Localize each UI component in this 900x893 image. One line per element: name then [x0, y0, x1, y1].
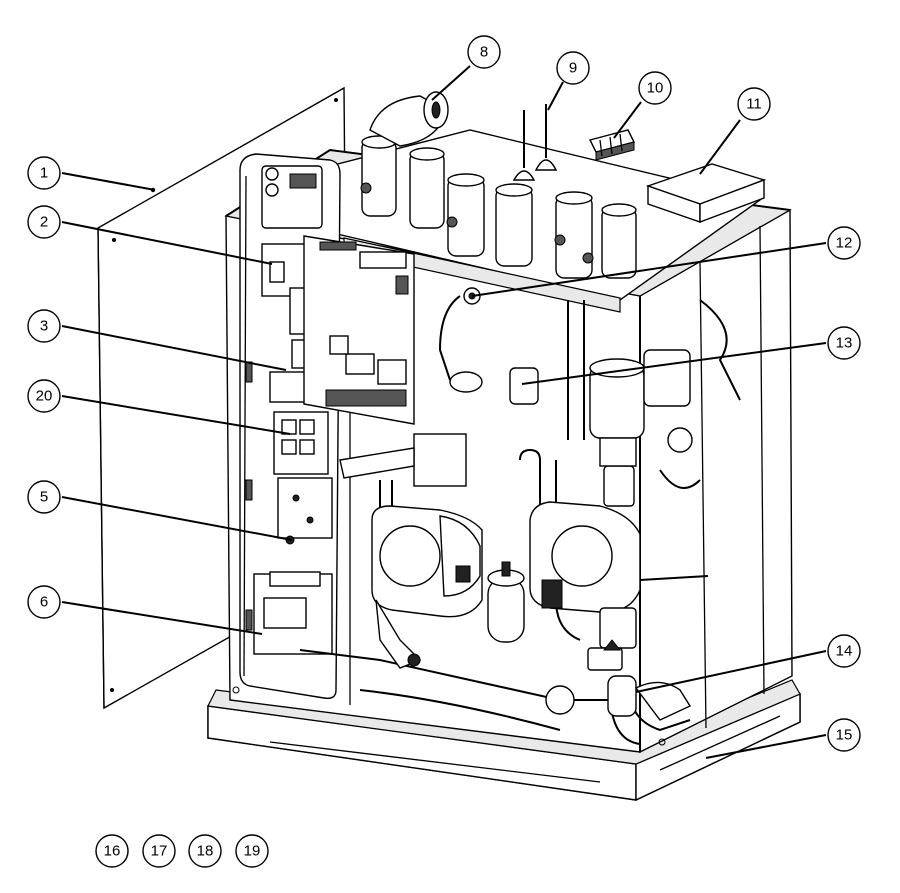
control-box: [239, 153, 341, 700]
callout-16: 16: [95, 834, 129, 868]
callout-10-label: 10: [647, 80, 664, 97]
callout-20: 20: [27, 379, 61, 413]
callout-11: 11: [737, 87, 771, 121]
callout-6-label: 6: [40, 594, 48, 611]
wireless-module: [645, 163, 767, 224]
callout-18-label: 18: [197, 843, 214, 860]
callout-5: 5: [27, 480, 61, 514]
callout-2-label: 2: [40, 214, 48, 231]
callout-1: 1: [27, 156, 61, 190]
callout-9: 9: [556, 51, 590, 85]
callout-3-label: 3: [40, 318, 48, 335]
callout-8: 8: [467, 35, 501, 69]
expansion-vessel: [487, 561, 525, 643]
pipe-flange: [369, 91, 449, 147]
callout-19: 19: [235, 834, 269, 868]
callout-17-label: 17: [151, 843, 168, 860]
flow-sensor: [449, 367, 539, 405]
callout-15-label: 15: [836, 727, 853, 744]
callout-10: 10: [638, 71, 672, 105]
main-pcb: [303, 235, 415, 425]
callout-11-label: 11: [746, 96, 762, 113]
callout-18: 18: [188, 834, 222, 868]
pipework: [299, 295, 741, 745]
callout-14: 14: [827, 634, 861, 668]
antennas: [512, 104, 558, 181]
callout-17: 17: [142, 834, 176, 868]
circulation-pump-left: [371, 505, 483, 669]
callout-15: 15: [827, 718, 861, 752]
circulation-pump-right: [529, 465, 641, 671]
leader-lines: [61, 65, 827, 759]
callout-13: 13: [827, 326, 861, 360]
terminal-connector: [588, 129, 636, 161]
callout-5-label: 5: [40, 489, 48, 506]
callout-19-label: 19: [244, 843, 261, 860]
callout-2: 2: [27, 205, 61, 239]
callout-14-label: 14: [836, 643, 853, 660]
callout-3: 3: [27, 309, 61, 343]
callout-12: 12: [827, 226, 861, 260]
transformer: [339, 433, 467, 487]
callout-12-label: 12: [836, 235, 853, 252]
callout-8-label: 8: [480, 44, 488, 61]
filter-valve: [545, 675, 692, 721]
callout-9-label: 9: [569, 60, 577, 77]
callout-1-label: 1: [40, 165, 48, 182]
callout-13-label: 13: [836, 335, 853, 352]
callout-20-label: 20: [36, 388, 53, 405]
callout-6: 6: [27, 585, 61, 619]
valve-manifold: [319, 129, 762, 313]
callout-16-label: 16: [104, 843, 121, 860]
